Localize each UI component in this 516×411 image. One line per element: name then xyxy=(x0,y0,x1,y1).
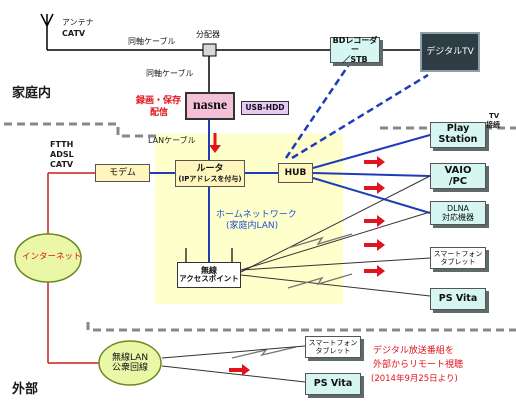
outside-smartphone-box: スマートフォン タブレット xyxy=(305,336,361,358)
antenna-label: アンテナ xyxy=(62,18,94,27)
coax-label-1: 同軸ケーブル xyxy=(128,37,176,46)
ap-link-dlna xyxy=(240,211,431,271)
bd-line-2: ／STB xyxy=(342,54,368,64)
nasne-box: nasne xyxy=(185,92,235,120)
vaio-line-1: VAIO xyxy=(444,164,472,176)
wireless-link-tv xyxy=(291,73,429,160)
coax-label-2: 同軸ケーブル xyxy=(146,69,194,78)
modem-box: モデム xyxy=(95,164,150,182)
lan-cable-label: LANケーブル xyxy=(148,136,196,145)
playstation-line-2: Station xyxy=(438,134,478,145)
vaio-line-2: /PC xyxy=(448,176,468,187)
red-arrow-psvita xyxy=(364,265,385,277)
line-type-adsl: ADSL xyxy=(50,150,74,159)
catv-label: CATV xyxy=(62,29,86,38)
splitter-icon xyxy=(202,43,217,57)
line-type-catv: CATV xyxy=(50,160,74,169)
smartphone-box: スマートフォン タブレット xyxy=(430,247,486,269)
ap-line-1: 無線 xyxy=(201,266,217,276)
dlna-line-1: DLNA xyxy=(446,203,470,213)
access-point-box: 無線 アクセスポイント xyxy=(177,262,241,288)
record-label-1: 録画・保存 xyxy=(136,96,182,106)
digital-tv-box: デジタルTV xyxy=(420,32,480,72)
router-box: ルータ (IPアドレスを付与) xyxy=(175,160,245,187)
red-arrows xyxy=(229,156,385,376)
antenna-icon xyxy=(40,13,54,50)
red-arrow-vaio xyxy=(364,182,385,194)
hub-box: HUB xyxy=(278,163,313,183)
red-arrow-dlna xyxy=(364,215,385,227)
playstation-line-1: Play xyxy=(446,123,470,135)
dlna-line-2: 対応機器 xyxy=(442,213,474,222)
red-arrow-playstation xyxy=(364,156,385,168)
usb-hdd-box: USB-HDD xyxy=(241,101,289,115)
vaio-box: VAIO /PC xyxy=(430,163,486,189)
public-lan-cloud xyxy=(98,340,162,386)
splitter-label: 分配器 xyxy=(196,30,220,39)
nasne-label: nasne xyxy=(192,97,228,113)
lan-hub-playstation xyxy=(312,134,431,169)
hub-label: HUB xyxy=(284,167,307,178)
wireless-mark-2 xyxy=(287,273,353,289)
lan-hub-vaio xyxy=(312,172,431,177)
smartphone-line-2: タブレット xyxy=(440,258,476,266)
smartphone-line-1: スマートフォン xyxy=(433,249,483,258)
dlna-box: DLNA 対応機器 xyxy=(430,201,486,225)
ap-line-2: アクセスポイント xyxy=(179,274,239,284)
home-network-line-1: ホームネットワーク xyxy=(216,210,297,220)
lan-hub-dlna xyxy=(312,177,431,214)
public-lan-label-box: 無線LAN 公衆回線 xyxy=(103,349,157,377)
ap-link-psvita xyxy=(240,274,431,297)
internet-cloud xyxy=(14,233,82,283)
tv-conn-line-2: 接続 xyxy=(486,121,500,129)
public-line-2: 公衆回線 xyxy=(111,363,148,373)
modem-label: モデム xyxy=(109,167,136,178)
digital-tv-label: デジタルTV xyxy=(426,46,474,57)
bd-line-1: BDレコーダー xyxy=(332,36,378,55)
router-line-1: ルータ xyxy=(196,164,224,175)
ap-link-smartphone xyxy=(240,257,431,271)
psvita-label: PS Vita xyxy=(438,292,478,304)
line-type-ftth: FTTH xyxy=(50,140,74,149)
bd-recorder-box: BDレコーダー ／STB xyxy=(330,36,380,64)
outside-psvita-label: PS Vita xyxy=(313,377,353,389)
public-link-psvita xyxy=(161,365,306,383)
section-outside: 外部 xyxy=(12,382,39,397)
outside-smartphone-line-2: タブレット xyxy=(315,347,351,355)
red-arrow-public xyxy=(229,364,250,376)
record-label-2: 配信 xyxy=(150,108,169,118)
section-home: 家庭内 xyxy=(12,86,52,101)
red-arrow-smartphone xyxy=(364,239,385,251)
usb-hdd-label: USB-HDD xyxy=(245,102,285,112)
tv-conn-line-1: TV xyxy=(489,112,500,120)
home-boundary-bottom xyxy=(86,322,516,332)
wireless-mark-3 xyxy=(231,346,297,359)
remote-note-line-2: 外部からリモート視聴 xyxy=(373,360,464,370)
public-line-1: 無線LAN xyxy=(111,352,149,363)
public-link-smartphone xyxy=(161,345,306,359)
remote-note-line-1: デジタル放送番組を xyxy=(373,346,454,356)
wireless-mark-1 xyxy=(287,233,353,249)
home-network-line-2: (家庭内LAN) xyxy=(226,221,279,231)
nasne-arrow-head xyxy=(209,145,221,153)
outside-psvita-box: PS Vita xyxy=(305,373,361,395)
outside-smartphone-line-1: スマートフォン xyxy=(308,338,358,347)
wireless-link-bd xyxy=(284,59,354,159)
playstation-box: Play Station xyxy=(430,122,486,148)
router-line-2: (IPアドレスを付与) xyxy=(178,174,242,183)
psvita-box: PS Vita xyxy=(430,288,486,310)
remote-note-line-3: (2014年9月25日より) xyxy=(371,374,458,384)
internet-label: インターネット xyxy=(22,252,82,262)
ap-link-vaio xyxy=(240,175,431,273)
